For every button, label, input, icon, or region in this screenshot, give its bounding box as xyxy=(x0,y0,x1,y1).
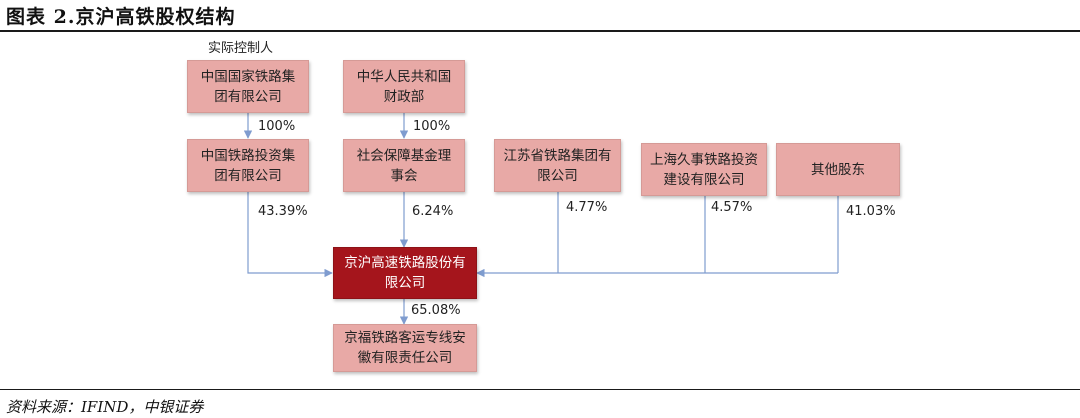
edge-cri-main xyxy=(247,192,333,278)
actual-controller-label: 实际控制人 xyxy=(208,41,274,56)
pct-ssf-main: 6.24% xyxy=(412,204,454,219)
node-cri-group: 中国铁路投资集团有限公司 xyxy=(187,139,309,192)
node-jiangsu: 江苏省铁路集团有限公司 xyxy=(494,139,621,192)
pct-jiangsu-main: 4.77% xyxy=(566,200,608,215)
pct-others-main: 41.03% xyxy=(846,204,896,219)
node-others: 其他股东 xyxy=(776,143,900,196)
node-ssf: 社会保障基金理事会 xyxy=(343,139,465,192)
node-shanghai: 上海久事铁路投资建设有限公司 xyxy=(641,143,767,196)
node-crg-group: 中国国家铁路集团有限公司 xyxy=(187,60,309,113)
node-subsidiary: 京福铁路客运专线安徽有限责任公司 xyxy=(333,324,477,372)
pct-mof-ssf: 100% xyxy=(413,119,451,134)
source-note: 资料来源：IFIND，中银证券 xyxy=(6,398,204,416)
pct-main-sub: 65.08% xyxy=(411,303,461,318)
connector-lines xyxy=(243,113,839,325)
pct-crg-cri: 100% xyxy=(258,119,296,134)
pct-cri-main: 43.39% xyxy=(258,204,308,219)
node-mof: 中华人民共和国财政部 xyxy=(343,60,465,113)
figure-title: 图表 2.京沪高铁股权结构 xyxy=(6,6,236,28)
pct-shanghai-main: 4.57% xyxy=(711,200,753,215)
bottom-rule xyxy=(0,389,1080,390)
node-main-company: 京沪高速铁路股份有限公司 xyxy=(333,247,477,299)
top-rule xyxy=(0,30,1080,32)
